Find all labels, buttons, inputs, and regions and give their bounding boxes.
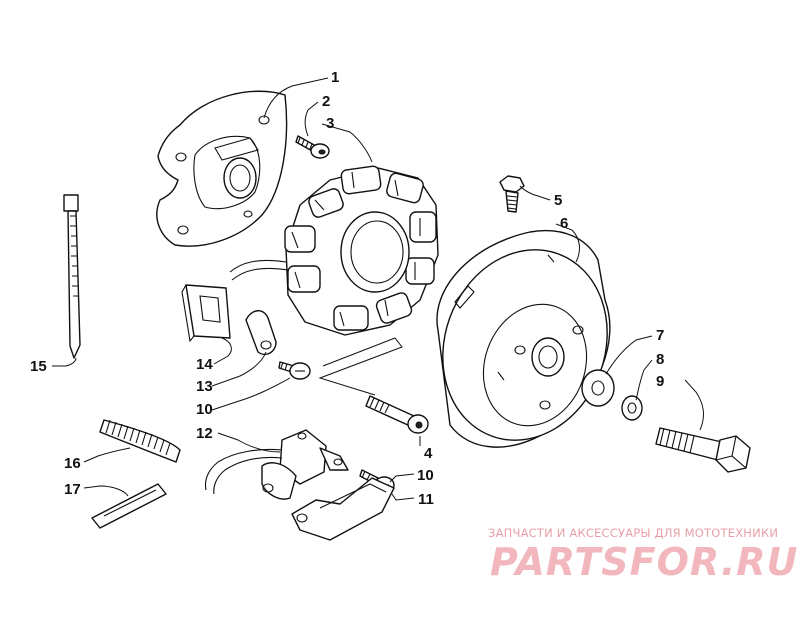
callout-14: 14 bbox=[196, 356, 213, 373]
callout-5: 5 bbox=[554, 192, 562, 209]
callout-12: 12 bbox=[196, 425, 213, 442]
watermark-caption: ЗАПЧАСТИ И АКСЕССУАРЫ ДЛЯ МОТОТЕХНИКИ bbox=[488, 526, 779, 540]
flywheel-part-6 bbox=[436, 229, 611, 448]
watermark-logo: PARTSFOR.RU bbox=[490, 540, 799, 584]
bracket-part-11 bbox=[291, 477, 395, 541]
grommet-part-14 bbox=[181, 284, 231, 343]
clamp-part-13 bbox=[245, 310, 277, 356]
leader-lines bbox=[52, 77, 704, 501]
callout-13: 13 bbox=[196, 378, 213, 395]
washer-part-7 bbox=[581, 369, 615, 407]
callout-11: 11 bbox=[418, 491, 434, 508]
pickup-coil-part-12 bbox=[204, 429, 349, 500]
callout-7: 7 bbox=[656, 327, 664, 344]
callout-17: 17 bbox=[64, 481, 81, 498]
bolt-part-4 bbox=[365, 395, 429, 434]
spring-part-16 bbox=[99, 419, 181, 463]
callout-9: 9 bbox=[656, 373, 664, 390]
shim-part-17 bbox=[91, 483, 167, 529]
callout-10-lower: 10 bbox=[417, 467, 434, 484]
bolt-part-9 bbox=[655, 427, 751, 473]
screw-part-10-upper bbox=[278, 361, 311, 380]
callout-1: 1 bbox=[331, 69, 339, 86]
callout-labels: 1 2 3 4 5 6 7 8 9 10 10 11 12 13 14 15 1… bbox=[30, 69, 664, 508]
callout-16: 16 bbox=[64, 455, 81, 472]
callout-6: 6 bbox=[560, 215, 568, 232]
callout-8: 8 bbox=[656, 351, 664, 368]
screw-part-2 bbox=[295, 135, 330, 159]
callout-3: 3 bbox=[326, 115, 334, 132]
cable-tie-part-15 bbox=[63, 194, 81, 359]
washer-part-8 bbox=[621, 395, 643, 421]
callout-10-upper: 10 bbox=[196, 401, 213, 418]
callout-4: 4 bbox=[424, 445, 433, 462]
callout-15: 15 bbox=[30, 358, 47, 375]
callout-2: 2 bbox=[322, 93, 330, 110]
stator-plate-part bbox=[156, 90, 288, 247]
bolt-part-5 bbox=[499, 175, 525, 213]
stator-coil-part bbox=[229, 165, 439, 336]
